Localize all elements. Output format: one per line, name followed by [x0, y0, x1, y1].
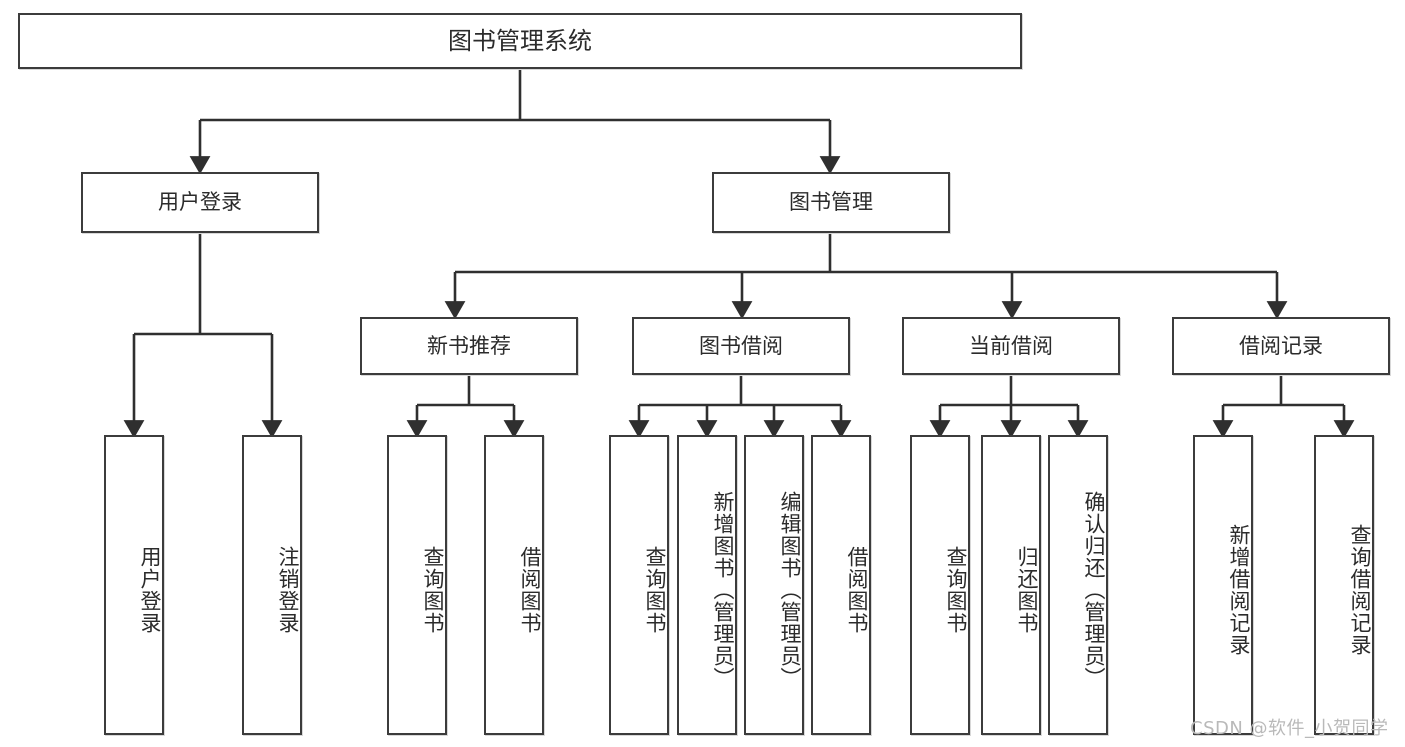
node-leaf-user-login-label: 用户登录: [138, 546, 162, 634]
node-leaf-confirm-return[interactable]: 确认归还（管理员）: [1048, 435, 1108, 735]
node-leaf-borrow-book-1[interactable]: 借阅图书: [484, 435, 544, 735]
node-current-borrow[interactable]: 当前借阅: [902, 317, 1120, 375]
node-leaf-add-book[interactable]: 新增图书（管理员）: [677, 435, 737, 735]
node-leaf-add-record-label: 新增借阅记录: [1227, 524, 1251, 656]
node-leaf-confirm-return-label: 确认归还（管理员）: [1082, 491, 1106, 689]
node-borrow-record[interactable]: 借阅记录: [1172, 317, 1390, 375]
node-root-label: 图书管理系统: [448, 26, 592, 55]
node-leaf-query-book-3[interactable]: 查询图书: [910, 435, 970, 735]
node-new-book-rec[interactable]: 新书推荐: [360, 317, 578, 375]
node-leaf-query-book-3-label: 查询图书: [944, 546, 968, 634]
node-leaf-borrow-book-2[interactable]: 借阅图书: [811, 435, 871, 735]
node-leaf-borrow-book-2-label: 借阅图书: [845, 546, 869, 634]
node-book-manage-label: 图书管理: [789, 190, 873, 215]
node-current-borrow-label: 当前借阅: [969, 333, 1053, 358]
node-new-book-rec-label: 新书推荐: [427, 333, 511, 358]
node-leaf-query-record[interactable]: 查询借阅记录: [1314, 435, 1374, 735]
watermark: CSDN @软件_小贺同学: [1190, 718, 1389, 739]
node-leaf-add-book-label: 新增图书（管理员）: [711, 491, 735, 689]
node-leaf-query-book-1-label: 查询图书: [421, 546, 445, 634]
node-leaf-edit-book-label: 编辑图书（管理员）: [778, 491, 802, 689]
node-book-borrow-label: 图书借阅: [699, 333, 783, 358]
node-leaf-user-login[interactable]: 用户登录: [104, 435, 164, 735]
node-leaf-return-book-label: 归还图书: [1015, 546, 1039, 634]
node-borrow-record-label: 借阅记录: [1239, 333, 1323, 358]
node-leaf-user-logout-label: 注销登录: [276, 546, 300, 634]
node-leaf-query-book-2-label: 查询图书: [643, 546, 667, 634]
node-leaf-query-book-2[interactable]: 查询图书: [609, 435, 669, 735]
node-leaf-query-book-1[interactable]: 查询图书: [387, 435, 447, 735]
node-leaf-edit-book[interactable]: 编辑图书（管理员）: [744, 435, 804, 735]
node-user-login[interactable]: 用户登录: [81, 172, 319, 233]
node-leaf-return-book[interactable]: 归还图书: [981, 435, 1041, 735]
node-user-login-label: 用户登录: [158, 190, 242, 215]
node-leaf-add-record[interactable]: 新增借阅记录: [1193, 435, 1253, 735]
node-leaf-query-record-label: 查询借阅记录: [1348, 524, 1372, 656]
node-leaf-borrow-book-1-label: 借阅图书: [518, 546, 542, 634]
node-root[interactable]: 图书管理系统: [18, 13, 1022, 69]
node-book-borrow[interactable]: 图书借阅: [632, 317, 850, 375]
node-book-manage[interactable]: 图书管理: [712, 172, 950, 233]
node-leaf-user-logout[interactable]: 注销登录: [242, 435, 302, 735]
